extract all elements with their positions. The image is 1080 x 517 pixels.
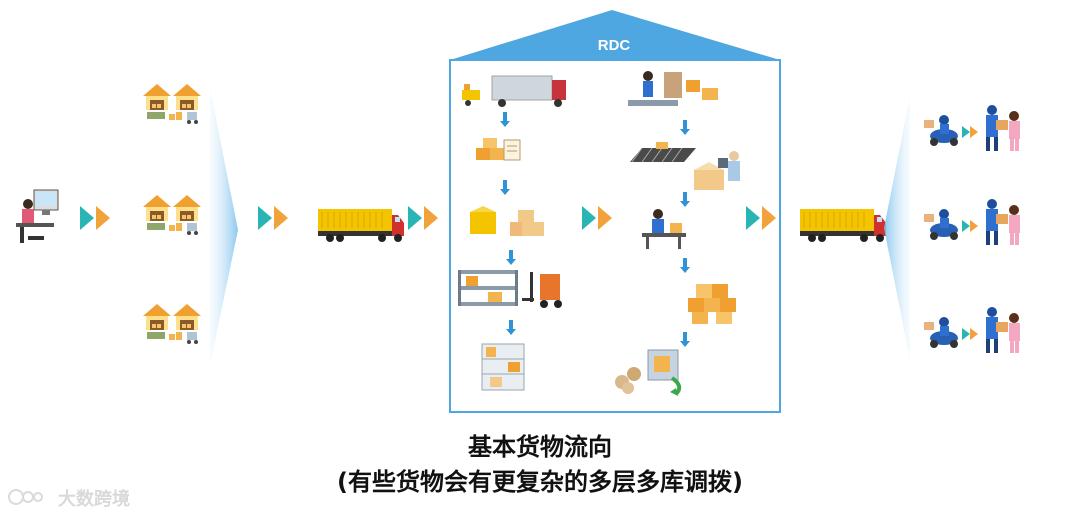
- inbound-truck-icon: [317, 208, 405, 243]
- right-diverge-beam: [884, 96, 910, 360]
- caption-subtitle: (有些货物会有更复杂的多层多库调拨): [337, 468, 743, 496]
- shelving-forklift-icon: [458, 270, 562, 308]
- watermark-text: 大数跨境: [58, 489, 130, 510]
- unloading-truck-icon: [462, 75, 566, 107]
- arrow-truck-to-rdc: [408, 206, 438, 230]
- rdc-label: RDC: [598, 37, 631, 54]
- packed-boxes-icon: [688, 284, 736, 324]
- dispatch-icon: [615, 349, 682, 396]
- supplier-warehouse-2-icon: [143, 195, 201, 235]
- last-mile-delivery-1: [924, 105, 1020, 151]
- packing-worker-icon: [694, 151, 740, 190]
- arrow-warehouses-to-truck: [258, 206, 288, 230]
- supplier-warehouse-1-icon: [143, 84, 201, 124]
- supplier-warehouse-3-icon: [143, 304, 201, 344]
- outbound-truck-icon: [799, 208, 887, 243]
- customer-order-icon: [16, 189, 59, 243]
- picking-worker-icon: [628, 71, 718, 106]
- sorting-desk-icon: [642, 209, 686, 249]
- last-mile-delivery-3: [924, 307, 1020, 353]
- storage-rack-icon: [481, 343, 525, 391]
- left-converge-beam: [210, 88, 238, 365]
- receiving-check-icon: [476, 138, 521, 161]
- caption-title: 基本货物流向: [468, 433, 612, 461]
- conveyor-icon: [630, 142, 696, 163]
- watermark-logo-icon: [8, 489, 43, 505]
- arrow-order-to-warehouses: [80, 206, 110, 230]
- last-mile-delivery-2: [924, 199, 1020, 245]
- unpacking-icon: [470, 206, 544, 236]
